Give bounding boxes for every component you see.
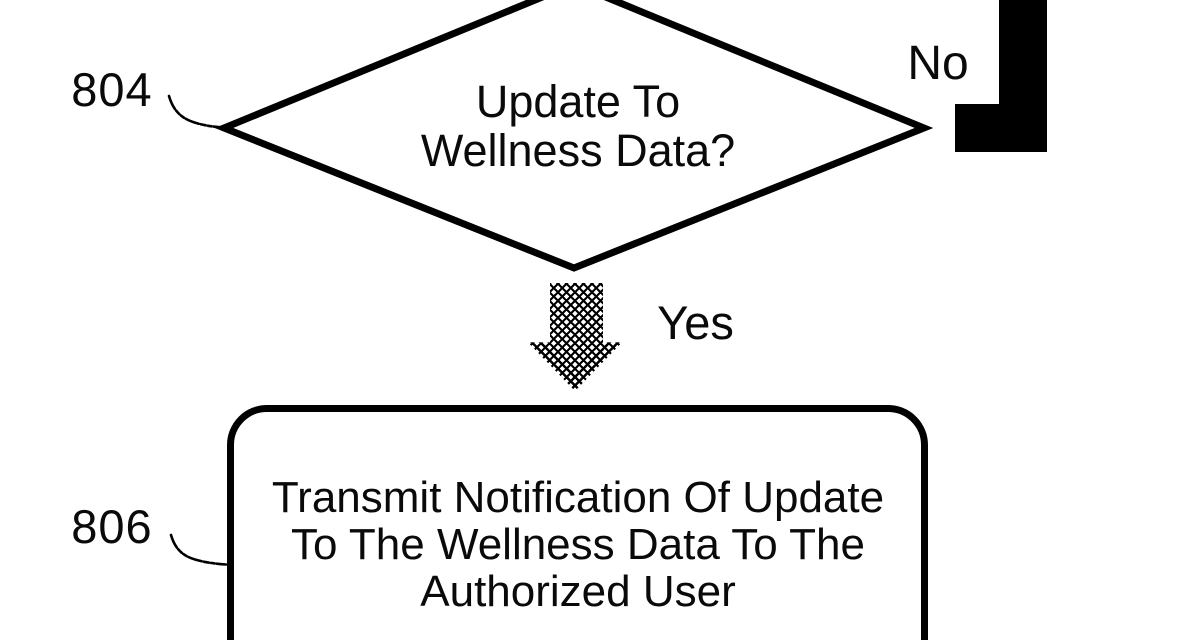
process-label: Transmit Notification Of Update To The W… — [228, 474, 928, 615]
ref-label-806: 806 — [71, 500, 153, 553]
decision-label: Update To Wellness Data? — [378, 77, 778, 175]
leader-line-804 — [167, 94, 225, 129]
decision-label-line1: Update To — [475, 76, 681, 127]
process-label-line2: To The Wellness Data To The — [291, 520, 865, 569]
leader-line-806 — [169, 533, 228, 566]
no-branch-label: No — [907, 37, 969, 90]
ref-label-804: 804 — [71, 63, 153, 116]
no-connector-foot — [955, 104, 1047, 152]
process-label-line1: Transmit Notification Of Update — [271, 473, 885, 522]
process-box — [227, 405, 928, 640]
decision-diamond — [214, 0, 934, 272]
process-label-line3: Authorized User — [420, 567, 736, 616]
yes-branch-label: Yes — [657, 296, 734, 349]
decision-label-line2: Wellness Data? — [420, 125, 736, 176]
